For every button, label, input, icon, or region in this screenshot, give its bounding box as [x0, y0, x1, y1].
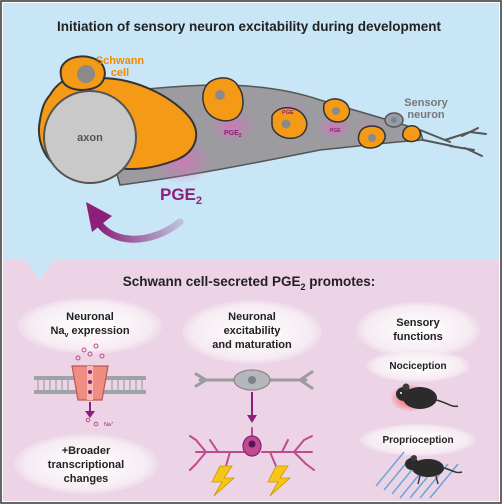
proprioception-bubble	[360, 424, 476, 456]
feedback-arrowhead	[86, 202, 112, 232]
schwann-label-1: Schwann	[96, 55, 145, 67]
top-title: Initiation of sensory neuron excitabilit…	[57, 19, 442, 34]
middle-title-1: Neuronal	[228, 311, 276, 323]
pge-glow-3	[316, 116, 352, 140]
schwann-nucleus	[77, 65, 95, 83]
nociception-label: Nociception	[389, 361, 446, 372]
feedback-arrow	[94, 218, 184, 243]
lightning-bolt-left	[211, 465, 236, 497]
middle-title-2: excitability	[224, 325, 282, 337]
left-title-bubble	[18, 298, 162, 354]
schwann-small-3-nucleus	[332, 107, 340, 115]
left-result-2: transcriptional	[48, 459, 124, 471]
axon-circle	[43, 90, 137, 184]
immature-neuron	[194, 369, 314, 391]
na-ion-in-channel-1	[88, 370, 92, 374]
sensory-label-1: Sensory	[404, 97, 448, 109]
proprioception-label: Proprioception	[382, 435, 453, 446]
schwann-small-4-nucleus	[368, 134, 376, 142]
left-result-3: changes	[64, 473, 109, 485]
pge-small-label-1: PGE2	[224, 130, 242, 139]
mouse-nociception	[396, 383, 459, 409]
right-title-2: functions	[393, 331, 443, 343]
right-title-1: Sensory	[396, 317, 440, 329]
na-ion-3	[75, 355, 81, 361]
schwann-small-2-nucleus	[281, 119, 291, 129]
middle-title-bubble	[182, 300, 322, 364]
schwann-small-1-nucleus	[215, 90, 225, 100]
neuron-dendrites	[419, 127, 487, 157]
left-title-1: Neuronal	[66, 311, 114, 323]
bottom-title: Schwann cell-secreted PGE2 promotes:	[123, 274, 376, 292]
sensory-nucleus	[391, 117, 397, 123]
na-ion-in-channel-3	[88, 390, 92, 394]
left-title-2: Nav expression	[50, 325, 129, 339]
na-ion-in-channel-2	[88, 380, 92, 384]
schwann-small-1	[202, 77, 244, 122]
na-ion-5	[87, 351, 93, 357]
right-title-bubble	[356, 302, 480, 358]
schwann-small-5	[401, 125, 421, 143]
middle-title-3: and maturation	[212, 339, 292, 351]
schwann-label-2: cell	[111, 67, 129, 79]
mature-neuron-nucleus	[248, 440, 256, 448]
na-ion-6	[85, 417, 91, 423]
left-result-1: +Broader	[62, 445, 111, 457]
left-result-bubble	[14, 434, 158, 494]
mature-neuron	[189, 427, 315, 471]
sensory-label-2: neuron	[407, 109, 445, 121]
panel-notch	[26, 260, 54, 280]
pge-small-label-3: PGE	[330, 128, 341, 134]
na-ion-4	[99, 353, 105, 359]
axon-label: axon	[77, 132, 103, 144]
mouse-proprioception	[405, 455, 463, 485]
na-ion-1	[81, 347, 87, 353]
nociception-bubble	[366, 350, 470, 382]
left-arrowhead	[85, 411, 95, 418]
pge-big-label: PGE2	[160, 185, 202, 207]
na-ion-2	[93, 343, 99, 349]
middle-arrowhead	[247, 415, 257, 423]
na-label: Na+	[104, 420, 114, 428]
pge-small-label-2: PGE	[282, 110, 294, 116]
lightning-bolt-right	[267, 465, 292, 497]
na-ion-7	[93, 421, 99, 427]
